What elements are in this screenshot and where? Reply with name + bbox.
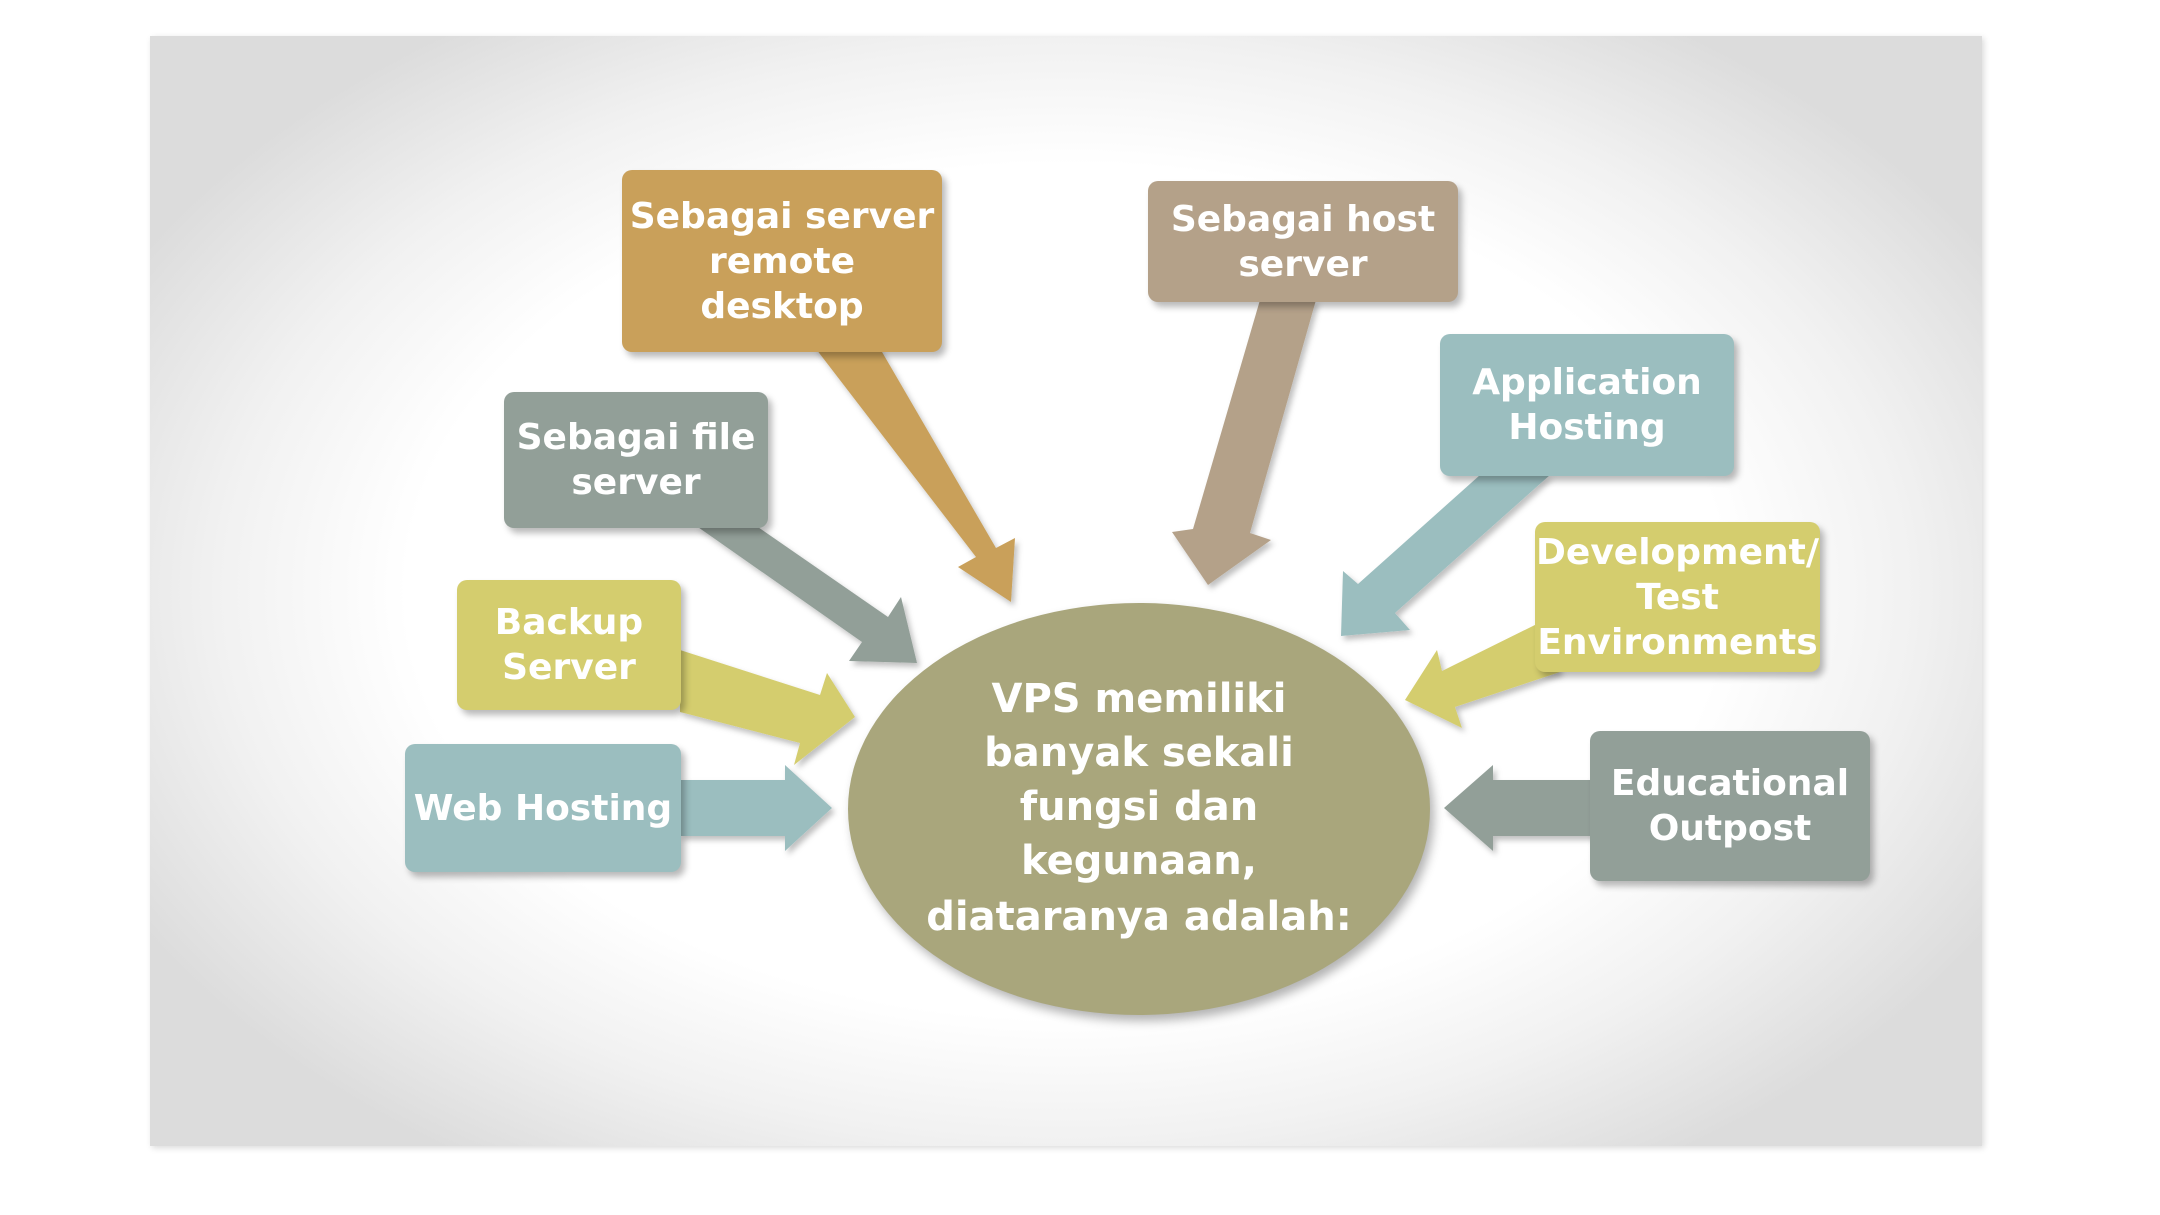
center-tail-text: diataranya adalah: [926, 894, 1352, 940]
box-remote-desktop: Sebagai server remote desktop [622, 170, 942, 352]
box-web-hosting: Web Hosting [405, 744, 681, 872]
box-host-server-label: Sebagai host server [1170, 198, 1436, 285]
center-text: VPS memiliki banyak sekali fungsi dan ke… [984, 676, 1294, 884]
box-web-hosting-label: Web Hosting [413, 787, 673, 829]
box-host-server: Sebagai host server [1148, 181, 1458, 302]
box-application-hosting: Application Hosting [1440, 334, 1734, 476]
box-dev-test: Development/ Test Environments [1535, 522, 1820, 672]
box-application-hosting-label: Application Hosting [1472, 362, 1702, 448]
arrow-application-hosting [1341, 475, 1550, 636]
box-educational-outpost-label: Educational Outpost [1610, 763, 1850, 849]
box-file-server: Sebagai file server [504, 392, 768, 528]
arrow-file-server [695, 525, 917, 663]
arrow-backup-server [680, 650, 855, 765]
box-backup-server: Backup Server [457, 580, 681, 710]
arrow-web-hosting [680, 765, 832, 851]
box-dev-test-label: Development/ Test Environments [1536, 531, 1819, 663]
box-backup-server-label: Backup Server [494, 602, 644, 688]
box-remote-desktop-label: Sebagai server remote desktop [629, 195, 935, 327]
box-educational-outpost: Educational Outpost [1590, 731, 1870, 881]
arrow-educational-outpost [1444, 765, 1600, 851]
box-file-server-label: Sebagai file server [516, 417, 756, 503]
arrow-remote-desktop [813, 345, 1015, 602]
center-ellipse: VPS memiliki banyak sekali fungsi dan ke… [848, 603, 1430, 1015]
arrow-host-server [1172, 300, 1316, 585]
arrow-dev-test [1405, 620, 1560, 728]
